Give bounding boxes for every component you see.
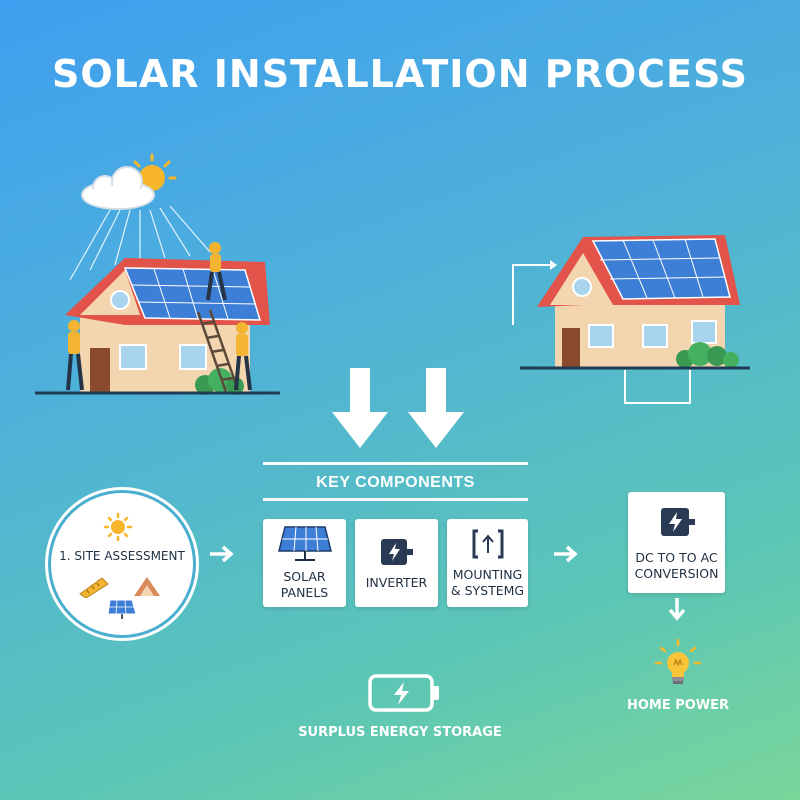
divider [263,462,528,465]
house-with-workers-icon [35,153,280,395]
conversion-label: DC to to AC CONVERSION [634,549,719,581]
down-arrow-icon [408,368,464,455]
ruler-icon [78,576,110,603]
battery-icon [368,674,442,719]
sun-icon [103,512,133,547]
mounting-bracket-icon [472,529,503,559]
installation-illustration [30,140,290,400]
component-label: MOUNTING & SYSTEMG [450,567,525,598]
component-label: INVERTER [365,575,428,590]
house-icon [512,235,750,404]
right-arrow-icon [210,545,238,568]
component-label: SOLAR PANELS [280,569,329,600]
inverter-icon [660,507,695,536]
solar-panel-icon [277,526,332,561]
roof-icon [132,574,162,603]
cloud-icon [81,166,155,210]
worker-icon [206,242,227,301]
dc-ac-conversion-card: DC to to AC CONVERSION [628,492,725,593]
light-bulb-icon [654,638,702,695]
home-power-label: HOME POWER [626,698,730,713]
component-card-inverter: INVERTER [355,519,438,607]
down-arrow-icon [668,598,686,629]
right-arrow-icon [554,545,582,568]
component-card-mounting: MOUNTING & SYSTEMG [447,519,528,607]
page-title: SOLAR INSTALLATION PROCESS [51,52,749,96]
key-components-heading: KEY COMPONENTS [316,474,475,491]
worker-icon [234,322,252,391]
inverter-icon [380,539,413,565]
component-card-solar-panels: SOLAR PANELS [263,519,346,607]
sun-icon [133,153,177,191]
worker-icon [66,320,84,391]
divider [263,498,528,501]
site-assessment-label: 1. SITE ASSESSMENT [59,549,185,563]
down-arrow-icon [332,368,388,455]
storage-label: SURPLUS ENERGY STORAGE [298,725,502,740]
solar-panel-icon [106,598,138,625]
finished-house-illustration [505,225,765,415]
